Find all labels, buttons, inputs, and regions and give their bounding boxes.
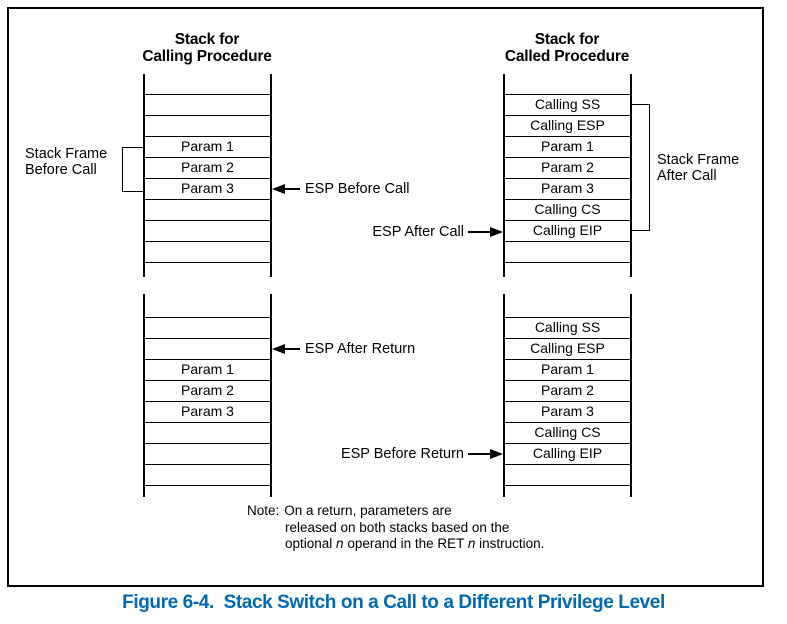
stack-row (145, 317, 270, 338)
stack-row: Calling ESP (505, 115, 630, 136)
stack-bottom-called: Calling SS Calling ESP Param 1 Param 2 P… (503, 294, 632, 497)
stack-rows: Calling SS Calling ESP Param 1 Param 2 P… (505, 317, 630, 486)
figure-border (7, 7, 764, 587)
arrow-line (285, 347, 300, 350)
stack-row (145, 338, 270, 359)
stack-row: Calling SS (505, 94, 630, 115)
stack-top-called: Calling SS Calling ESP Param 1 Param 2 P… (503, 74, 632, 277)
stack-row: Param 1 (145, 136, 270, 157)
stack-row: Param 2 (145, 380, 270, 401)
stack-row: Calling CS (505, 199, 630, 220)
stack-row: Calling ESP (505, 338, 630, 359)
header-line: Calling Procedure (142, 47, 272, 65)
stack-row (145, 115, 270, 136)
header-line: Stack for (534, 31, 600, 48)
stack-row (505, 241, 630, 262)
stack-rows: Calling SS Calling ESP Param 1 Param 2 P… (505, 94, 630, 263)
note-text: On a return, parameters are (284, 503, 452, 518)
esp-before-return-pointer: ESP Before Return (340, 445, 503, 462)
header-calling-procedure: Stack for Calling Procedure (127, 31, 287, 65)
stack-row: Param 1 (145, 359, 270, 380)
stack-row: Param 1 (505, 359, 630, 380)
stack-edge-line (143, 294, 145, 497)
stack-row: Calling CS (505, 422, 630, 443)
esp-after-return-pointer: ESP After Return (272, 340, 416, 357)
stack-row: Calling SS (505, 317, 630, 338)
arrow-right-icon (490, 448, 503, 459)
stack-row (145, 220, 270, 241)
note-line-2: released on both stacks based on the (285, 519, 510, 535)
note-block: Note: On a return, parameters are release… (247, 503, 544, 553)
label-stack-frame-before-call: Stack Frame Before Call (25, 146, 107, 178)
label-stack-frame-after-call: Stack Frame After Call (657, 152, 739, 184)
stack-bottom-calling: Param 1 Param 2 Param 3 (143, 294, 272, 497)
stack-rows: Param 1 Param 2 Param 3 (145, 317, 270, 486)
label-line: Stack Frame (25, 146, 108, 162)
label-line: Stack Frame (657, 152, 740, 168)
stack-edge-line (503, 294, 505, 497)
esp-before-call-pointer: ESP Before Call (272, 180, 410, 197)
stack-rows: Param 1 Param 2 Param 3 (145, 94, 270, 263)
stack-row (145, 199, 270, 220)
figure-caption: Figure 6-4. Stack Switch on a Call to a … (122, 592, 665, 613)
bracket-stack-frame-after-call (630, 104, 650, 231)
esp-after-call-label: ESP After Call (372, 223, 464, 240)
stack-row: Param 3 (145, 401, 270, 422)
stack-row (145, 241, 270, 262)
esp-before-call-label: ESP Before Call (305, 180, 410, 197)
bracket-stack-frame-before-call (122, 147, 143, 192)
stack-edge-line (503, 74, 505, 277)
arrow-line (285, 187, 300, 190)
stack-top-calling: Param 1 Param 2 Param 3 (143, 74, 272, 277)
header-line: Called Procedure (504, 47, 630, 65)
stack-edge-line (630, 74, 632, 277)
arrow-left-icon (272, 183, 285, 194)
stack-row: Param 2 (505, 380, 630, 401)
stack-row: Param 3 (505, 178, 630, 199)
stack-row (145, 464, 270, 485)
stack-row (505, 464, 630, 485)
stack-row: Param 3 (505, 401, 630, 422)
arrow-line (468, 452, 490, 455)
stack-row (145, 94, 270, 115)
stack-row: Param 2 (505, 157, 630, 178)
arrow-right-icon (490, 226, 503, 237)
stack-edge-line (270, 74, 272, 277)
stack-row: Calling EIP (505, 443, 630, 464)
esp-after-return-label: ESP After Return (305, 340, 416, 357)
arrow-left-icon (272, 343, 285, 354)
note-prefix: Note: (247, 503, 280, 518)
stack-edge-line (270, 294, 272, 497)
stack-row: Param 1 (505, 136, 630, 157)
stack-row: Calling EIP (505, 220, 630, 241)
stack-row: Param 3 (145, 178, 270, 199)
note-line-3: optional n operand in the RET n instruct… (285, 536, 545, 551)
arrow-line (468, 230, 490, 233)
stack-row (145, 443, 270, 464)
header-called-procedure: Stack for Called Procedure (487, 31, 647, 65)
esp-after-call-pointer: ESP After Call (372, 223, 503, 240)
header-line: Stack for (174, 31, 240, 48)
stack-edge-line (143, 74, 145, 277)
esp-before-return-label: ESP Before Return (340, 445, 464, 462)
note-line-1: Note: On a return, parameters are (247, 503, 544, 520)
stack-edge-line (630, 294, 632, 497)
label-line: After Call (657, 168, 717, 184)
stack-row (145, 422, 270, 443)
label-line: Before Call (25, 162, 97, 178)
stack-row: Param 2 (145, 157, 270, 178)
